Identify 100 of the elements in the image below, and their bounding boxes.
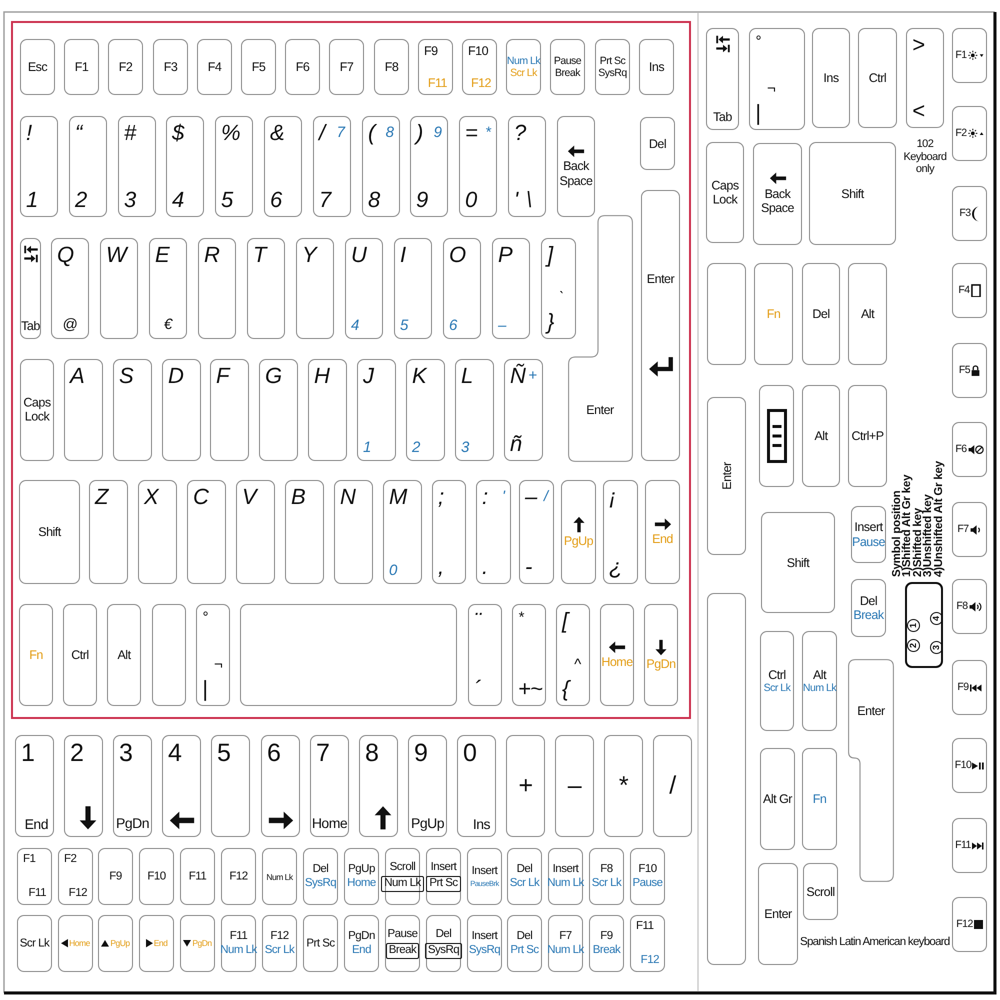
key-label: F11 — [428, 76, 447, 89]
keyboard-key — [952, 343, 987, 398]
key-label: PgDn — [646, 658, 676, 671]
key-label: PgUp — [110, 939, 130, 948]
key-label: SysRq — [304, 878, 336, 889]
keyboard-key — [568, 215, 633, 462]
key-label: Pause — [387, 928, 418, 940]
key-label: F2 — [118, 60, 132, 74]
key-label: D — [168, 365, 184, 387]
keyboard-key — [113, 735, 152, 837]
keyboard-key — [706, 142, 744, 243]
key-label: Ctrl+P — [851, 430, 884, 442]
keyboard-key — [426, 915, 461, 972]
keyboard-key — [197, 39, 232, 95]
keyboard-key — [462, 39, 497, 95]
key-label: 2 — [412, 440, 420, 455]
key-label: Alt — [814, 430, 828, 442]
key-label: Scr Lk — [510, 878, 540, 889]
key-label: ° — [755, 34, 761, 49]
key-label: 0 — [463, 741, 476, 766]
keyboard-key — [408, 735, 447, 837]
key-label: [ — [562, 610, 568, 632]
key-label: Scr Lk — [510, 68, 537, 78]
keyboard-key — [641, 190, 680, 461]
key-label: Enter — [646, 273, 674, 286]
key-label: End — [154, 939, 168, 948]
key-label: 2 — [70, 741, 84, 766]
key-label: V — [242, 486, 257, 508]
keyboard-key — [555, 735, 594, 837]
key-label: # — [124, 122, 136, 144]
key-label: 5 — [400, 318, 408, 333]
keyboard-key — [394, 238, 432, 339]
keyboard-key — [89, 480, 128, 584]
key-label: Insert — [472, 931, 498, 942]
keyboard-key — [221, 915, 256, 972]
keyboard-key — [345, 238, 383, 339]
key-label: - — [525, 556, 532, 578]
key-label: | — [755, 102, 761, 124]
key-label: Insert — [854, 521, 883, 534]
key-label: Enter — [720, 462, 733, 490]
key-label: 1 — [21, 741, 34, 766]
key-label: Alt — [117, 648, 131, 662]
key-label: Break — [592, 944, 620, 956]
keyboard-key — [589, 915, 624, 972]
keyboard-key — [707, 593, 746, 965]
key-label: PgUp — [564, 535, 594, 548]
key-label: 9 — [434, 125, 442, 140]
key-label: “ — [75, 122, 82, 144]
key-label: Esc — [28, 60, 48, 74]
keyboard-key — [443, 238, 481, 339]
key-label: ¨ — [474, 610, 482, 632]
keyboard-key — [247, 238, 285, 339]
keyboard-key — [858, 28, 897, 128]
keyboard-key — [139, 848, 174, 905]
key-label: = — [465, 122, 478, 144]
key-label: F4 — [208, 60, 222, 74]
key-label: F5 — [958, 365, 970, 376]
keyboard-key — [310, 735, 349, 837]
key-label: 7 — [336, 125, 345, 140]
key-label: Prt Sc — [600, 56, 626, 66]
keyboard-key — [706, 28, 739, 130]
keyboard-key — [760, 631, 794, 731]
key-label: ' — [514, 189, 518, 211]
key-label: 8 — [365, 741, 378, 766]
keyboard-key — [952, 738, 987, 793]
keyboard-key — [604, 735, 643, 837]
keyboard-key — [215, 116, 253, 217]
key-label: ¡ — [609, 486, 616, 508]
key-label: $ — [172, 122, 184, 144]
key-label: Del — [516, 931, 532, 942]
keyboard-key — [906, 28, 944, 128]
keyboard-key — [653, 735, 692, 837]
key-label: Scr Lk — [592, 878, 622, 889]
key-label: F6 — [955, 444, 967, 455]
key-label: O — [449, 244, 466, 266]
keyboard-key — [162, 359, 201, 461]
keyboard-key — [259, 359, 298, 461]
key-label: Fn — [766, 308, 780, 320]
keyboard-key — [455, 359, 494, 461]
key-label: F2 — [64, 854, 76, 866]
keyboard-key — [51, 238, 89, 339]
keyboard-key — [645, 480, 680, 584]
key-label: Q — [57, 244, 74, 266]
keyboard-key — [630, 915, 665, 972]
key-label: + — [518, 774, 533, 798]
key-label: < — [912, 100, 925, 122]
key-label: Scr Lk — [20, 938, 50, 950]
key-label: Shift — [786, 556, 810, 569]
keyboard-key — [644, 604, 678, 706]
key-label: Break — [555, 68, 580, 78]
key-label: L — [461, 365, 474, 387]
key-label: F11 — [28, 888, 46, 899]
key-label: 7 — [316, 741, 330, 766]
keyboard-key — [64, 359, 103, 461]
key-label: SysRq — [424, 943, 462, 958]
key-label: ( — [368, 122, 376, 144]
key-label: Del — [860, 594, 878, 607]
key-label: Scroll — [390, 862, 416, 873]
legend-text: 1)Shifted Alt Gr key — [902, 474, 913, 577]
keyboard-key — [759, 385, 794, 487]
